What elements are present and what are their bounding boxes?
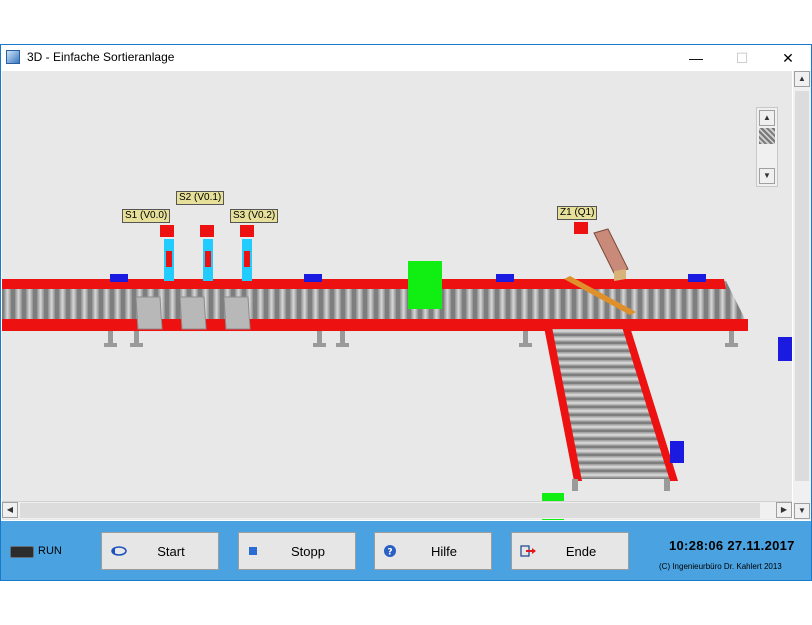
main-conveyor-legs xyxy=(104,331,738,347)
side-conveyor-leg xyxy=(572,479,578,491)
control-panel: RUN Start Stopp ? Hilfe Ende 10:28:06 27… xyxy=(1,521,811,580)
sensor-s1 xyxy=(160,225,174,281)
scroll-left-button[interactable]: ◀ xyxy=(2,502,18,518)
side-conveyor-leg xyxy=(664,479,670,491)
horizontal-scrollbar[interactable]: ◀ ▶ xyxy=(2,501,792,519)
package-green xyxy=(408,261,442,309)
sensor-label-s1: S1 (V0.0) xyxy=(122,209,171,223)
scroll-right-button[interactable]: ▶ xyxy=(776,502,792,518)
app-icon xyxy=(6,50,20,64)
sensor-label-s2: S2 (V0.1) xyxy=(176,191,225,205)
end-button[interactable]: Ende xyxy=(511,532,629,570)
maximize-button[interactable]: ☐ xyxy=(735,50,749,66)
conveyor-scene xyxy=(2,222,792,520)
start-loop-icon xyxy=(111,546,127,556)
start-button-label: Start xyxy=(157,544,185,559)
inner-vertical-scrollbar[interactable]: ▲ ▼ xyxy=(756,107,778,187)
scroll-down-button[interactable]: ▼ xyxy=(759,168,775,184)
scroll-up-button[interactable]: ▲ xyxy=(759,110,775,126)
close-button[interactable]: ✕ xyxy=(782,50,794,66)
svg-text:?: ? xyxy=(387,548,392,558)
run-indicator-led xyxy=(10,546,34,558)
title-bar[interactable]: 3D - Einfache Sortieranlage — ☐ ✕ xyxy=(1,45,811,71)
help-question-icon: ? xyxy=(384,545,396,558)
main-conveyor-back-rail xyxy=(2,279,726,289)
exit-door-icon xyxy=(520,545,536,557)
3d-scene-viewport[interactable]: S2 (V0.1) S1 (V0.0) S3 (V0.2) Z1 (Q1) ▲ … xyxy=(2,71,792,520)
sorting-flaps xyxy=(135,296,251,330)
main-conveyor-front-rail xyxy=(2,319,748,331)
window-scroll-thumb[interactable] xyxy=(795,91,809,481)
actuator-label-z1: Z1 (Q1) xyxy=(557,206,598,220)
horizontal-scroll-thumb[interactable] xyxy=(20,503,760,518)
minimize-button[interactable]: — xyxy=(689,50,703,66)
app-window: 3D - Einfache Sortieranlage — ☐ ✕ xyxy=(0,44,812,581)
stop-square-icon xyxy=(249,547,257,555)
window-title: 3D - Einfache Sortieranlage xyxy=(27,50,175,64)
clock-display: 10:28:06 27.11.2017 xyxy=(669,538,795,553)
sensor-s2 xyxy=(200,225,214,281)
help-button[interactable]: ? Hilfe xyxy=(374,532,492,570)
actuator-z1 xyxy=(564,222,636,315)
window-scroll-up-button[interactable]: ▲ xyxy=(794,71,810,87)
end-button-label: Ende xyxy=(565,544,597,559)
inner-scroll-thumb[interactable] xyxy=(759,128,775,144)
side-conveyor-rollers xyxy=(552,329,672,479)
stop-button[interactable]: Stopp xyxy=(238,532,356,570)
help-button-label: Hilfe xyxy=(430,544,457,559)
main-conveyor-motors xyxy=(110,274,792,361)
window-scroll-down-button[interactable]: ▼ xyxy=(794,503,810,519)
start-button[interactable]: Start xyxy=(101,532,219,570)
side-conveyor-motor xyxy=(670,441,684,463)
sensor-s3 xyxy=(240,225,254,281)
window-vertical-scrollbar[interactable]: ▲ ▼ xyxy=(793,71,811,520)
side-conveyor-left-rail xyxy=(544,327,582,481)
run-label: RUN xyxy=(38,545,62,557)
side-conveyor-right-rail xyxy=(622,327,678,481)
sensor-label-s3: S3 (V0.2) xyxy=(230,209,279,223)
stop-button-label: Stopp xyxy=(291,544,325,559)
copyright-text: (C) Ingenieurbüro Dr. Kahlert 2013 xyxy=(659,562,782,571)
